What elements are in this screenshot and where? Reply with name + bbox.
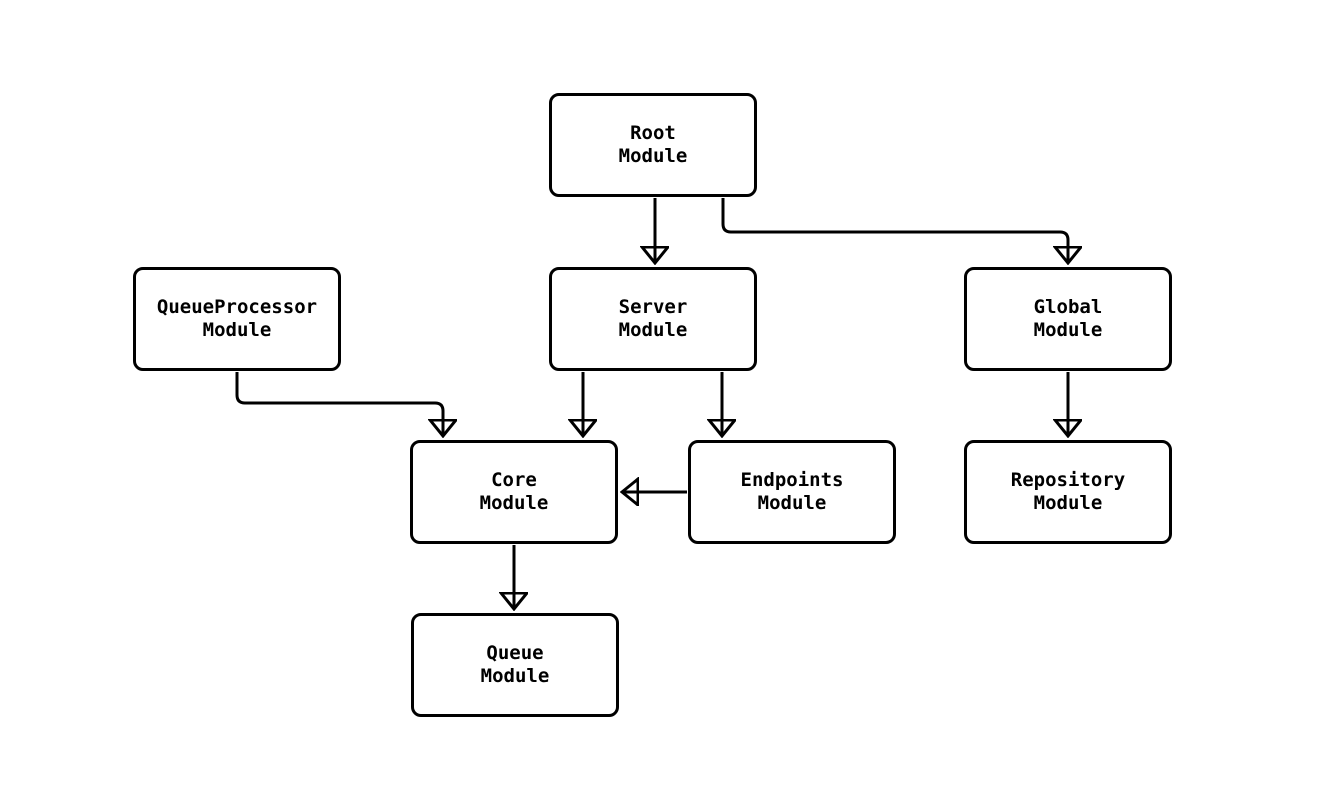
node-label-line: Module [1033,319,1103,341]
node-label-line: Module [480,665,550,687]
node-label-line: QueueProcessor [156,296,318,318]
node-label-line: Server [618,296,688,318]
node-label-line: Root [630,122,676,144]
node-endpoints-module: Endpoints Module [688,440,896,544]
node-label-line: Module [479,492,549,514]
node-label-line: Global [1033,296,1103,318]
node-label-line: Queue [486,642,544,664]
node-server-module: Server Module [549,267,757,371]
node-label-line: Core [491,469,537,491]
node-label-line: Module [202,319,272,341]
node-label-line: Endpoints [740,469,844,491]
node-label-line: Module [757,492,827,514]
node-label-line: Repository [1010,469,1126,491]
node-queue-module: Queue Module [411,613,619,717]
node-repository-module: Repository Module [964,440,1172,544]
edge-root-to-global [721,198,1068,263]
edge-queueprocessor-to-core [235,372,443,436]
node-root-module: Root Module [549,93,757,197]
node-label-line: Module [618,145,688,167]
node-global-module: Global Module [964,267,1172,371]
node-queueprocessor-module: QueueProcessor Module [133,267,341,371]
node-label-line: Module [1033,492,1103,514]
node-label-line: Module [618,319,688,341]
node-core-module: Core Module [410,440,618,544]
